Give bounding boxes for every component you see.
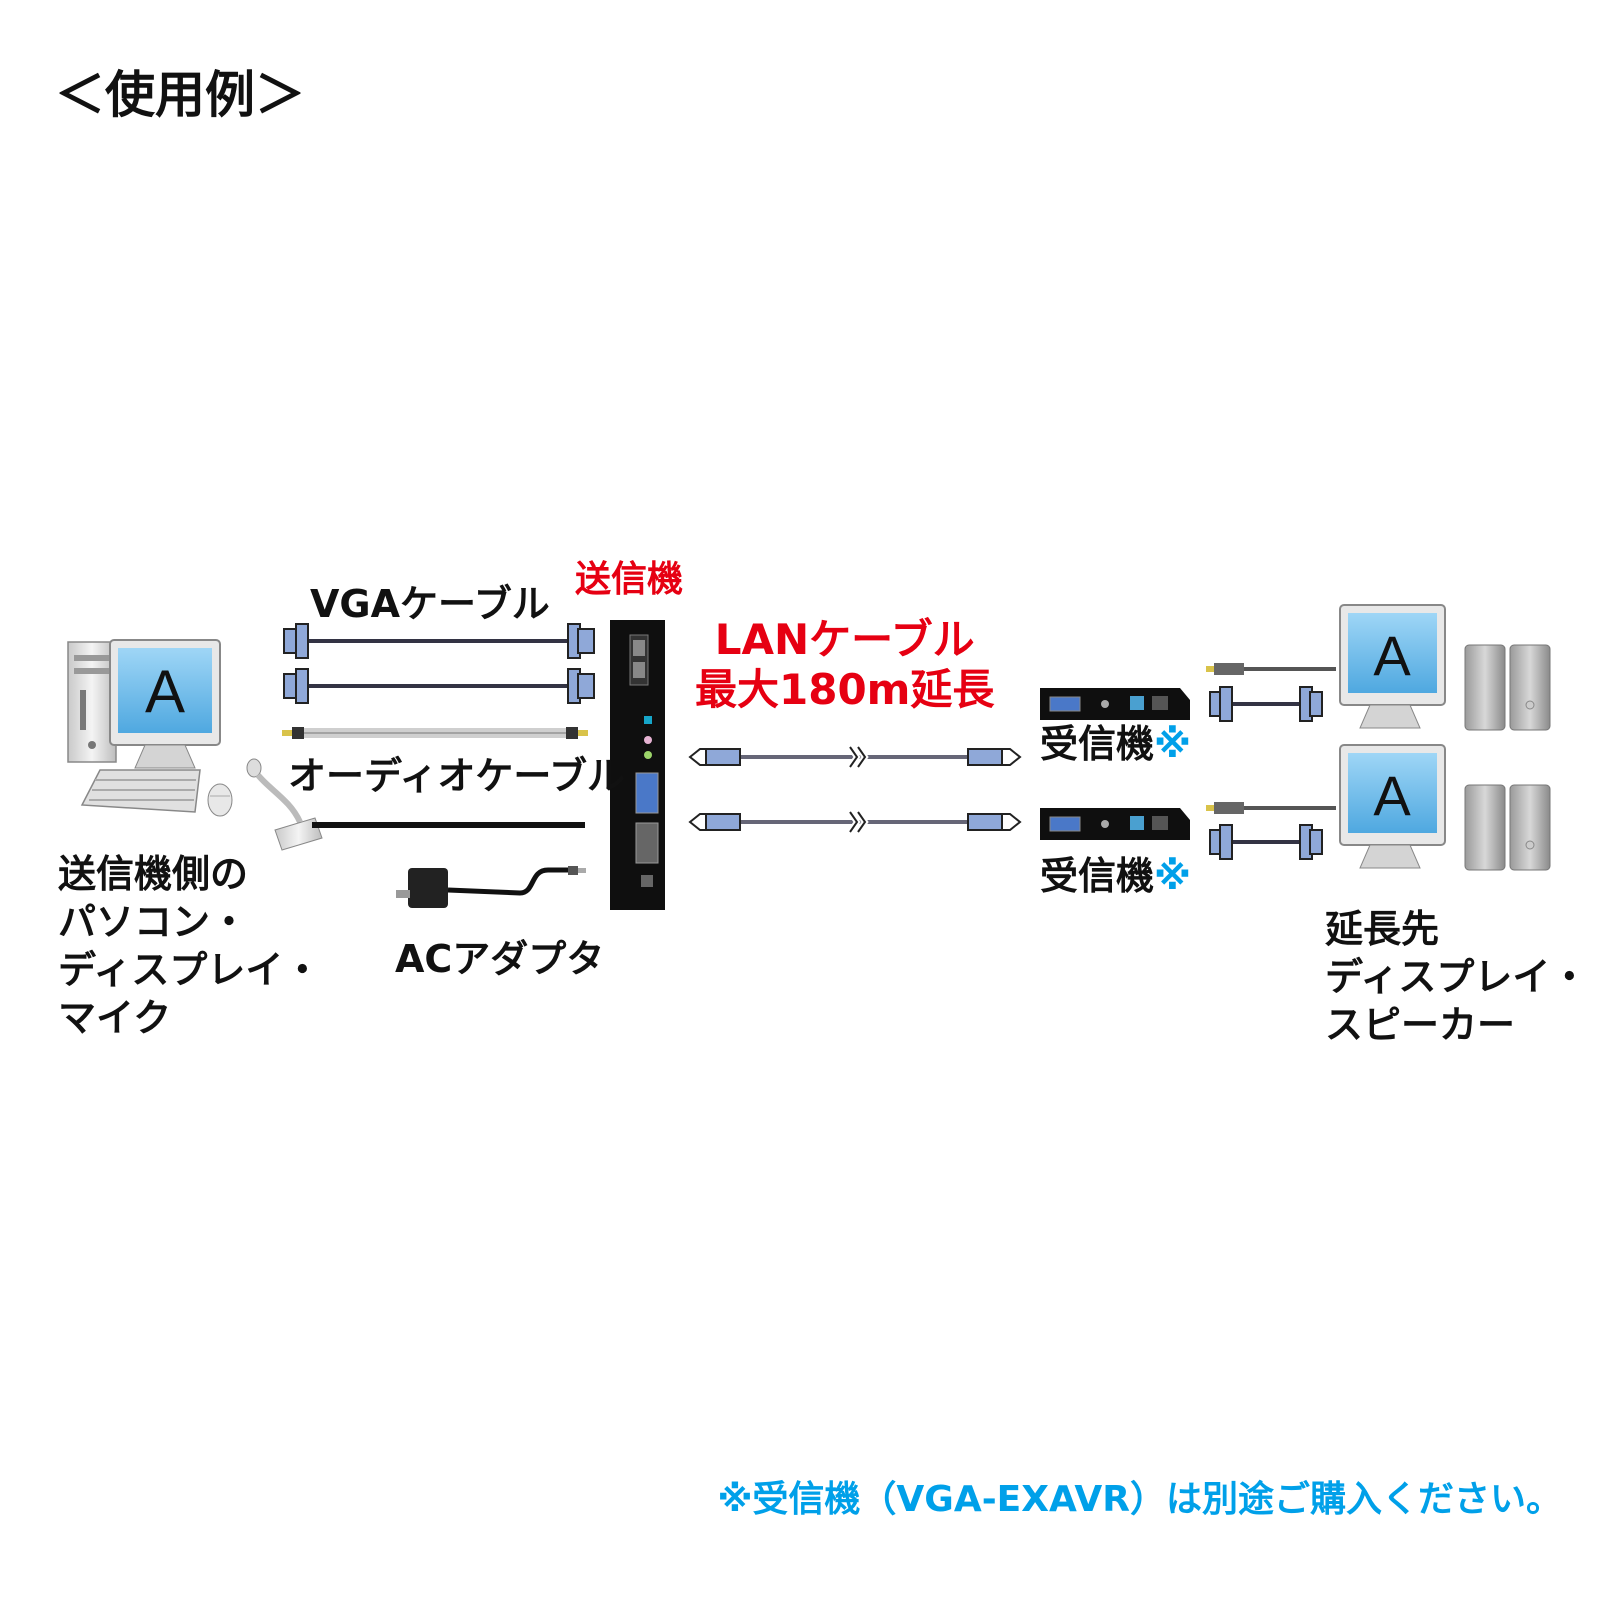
transmitter-device: [610, 620, 665, 910]
receiver-note-mark: ※: [1154, 854, 1191, 898]
receiver-label-text: 受信機: [1040, 854, 1155, 898]
microphone-icon: [246, 758, 323, 851]
monitor-icon: A: [109, 639, 221, 769]
remote-side-label-line: ディスプレイ・: [1325, 955, 1589, 999]
footnote: ※受信機（VGA-EXAVR）は別途ご購入ください。: [717, 1479, 1562, 1520]
vga-cable-label: VGAケーブル: [310, 582, 550, 626]
page-title: ＜使用例＞: [55, 66, 305, 124]
remote-monitor-icon-2: A: [1339, 744, 1446, 869]
vga-cable-2: [283, 668, 595, 704]
monitor-letter: A: [1373, 764, 1411, 827]
remote-audio-cable-1: [1206, 663, 1336, 675]
ac-adapter-label: ACアダプタ: [395, 937, 605, 981]
audio-cable-label: オーディオケーブル: [288, 754, 626, 798]
lan-cable-2: [688, 810, 1022, 834]
remote-vga-cable-1: [1209, 686, 1323, 722]
remote-monitor-icon-1: A: [1339, 604, 1446, 729]
receiver-device-2: [1040, 808, 1190, 840]
receiver-label-2: 受信機※: [1040, 852, 1191, 900]
audio-cable: [282, 727, 588, 739]
monitor-letter: A: [1373, 624, 1411, 687]
remote-vga-cable-2: [1209, 824, 1323, 860]
lan-cable-label: LANケーブル 最大180m延長: [695, 615, 994, 715]
pc-side-label-line: マイク: [58, 996, 172, 1040]
lan-cable-label-line2: 最大180m延長: [695, 665, 995, 714]
pc-side-label-line: ディスプレイ・: [58, 948, 322, 992]
remote-side-label-line: 延長先: [1325, 907, 1440, 951]
remote-side-label-line: スピーカー: [1325, 1003, 1516, 1047]
vga-cable-1: [283, 623, 595, 659]
lan-cable-1: [688, 745, 1022, 769]
computer-icon: [67, 641, 117, 763]
receiver-label-text: 受信機: [1040, 722, 1155, 766]
pc-side-label-line: パソコン・: [58, 900, 249, 944]
receiver-label-1: 受信機※: [1040, 720, 1191, 768]
keyboard-icon: [80, 769, 201, 813]
transmitter-label: 送信機: [575, 559, 684, 600]
pc-side-label: 送信機側の パソコン・ ディスプレイ・ マイク: [58, 850, 321, 1042]
mouse-icon: [207, 783, 233, 817]
remote-audio-cable-2: [1206, 802, 1336, 814]
remote-side-label: 延長先 ディスプレイ・ スピーカー: [1325, 905, 1588, 1049]
lan-cable-label-line1: LANケーブル: [714, 615, 975, 664]
pc-side-label-line: 送信機側の: [58, 852, 249, 896]
ac-adapter-icon: [396, 866, 586, 908]
receiver-device-1: [1040, 688, 1190, 720]
receiver-note-mark: ※: [1154, 722, 1191, 766]
monitor-letter: A: [145, 658, 185, 725]
speaker-icon: [1464, 644, 1551, 871]
